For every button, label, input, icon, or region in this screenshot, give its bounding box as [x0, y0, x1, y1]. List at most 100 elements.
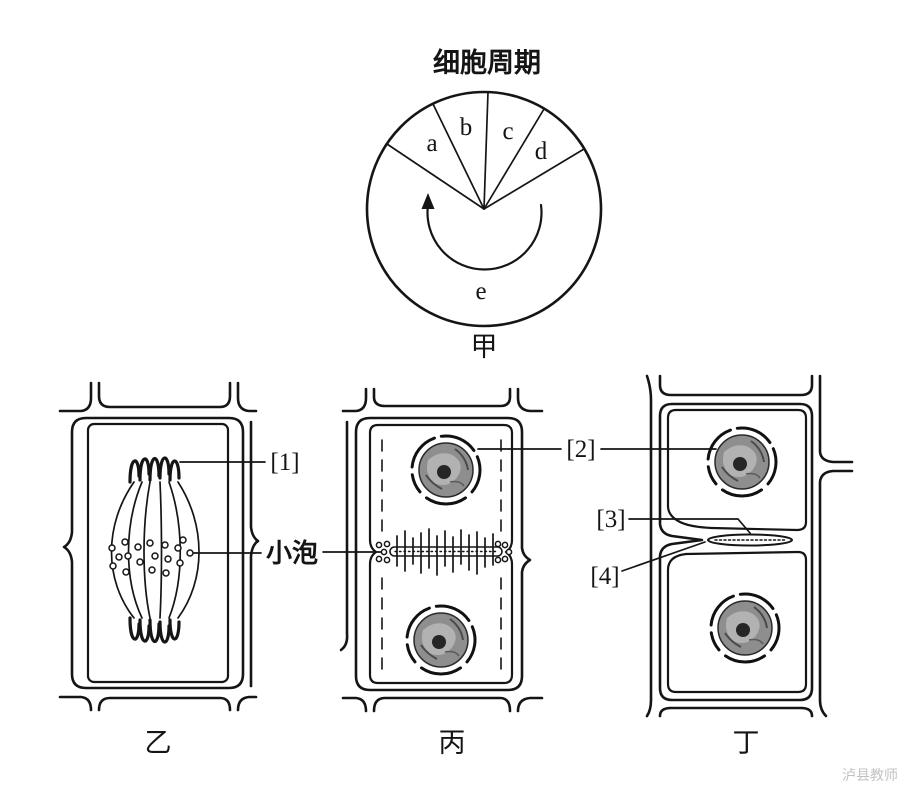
callout-4-label: [4] — [590, 563, 619, 590]
plate-vesicles — [375, 540, 513, 564]
vesicle — [383, 540, 391, 548]
new-cell-plate — [707, 533, 793, 547]
cell-membrane — [368, 423, 514, 685]
vesicle — [162, 569, 170, 577]
callout-2-label: [2] — [566, 436, 595, 463]
daughter-cell-membrane-top — [666, 408, 808, 532]
neighbor-wall — [249, 420, 260, 688]
vesicle — [383, 556, 391, 564]
neighbor-cell-walls — [645, 374, 854, 718]
divider-b-c — [483, 91, 489, 210]
vesicle — [115, 553, 123, 561]
divider-a-start — [386, 143, 485, 210]
vesicle — [109, 562, 117, 570]
nucleus-top — [410, 434, 482, 506]
vesicle-label: 小泡 — [266, 539, 318, 569]
figure-label-ding: 丁 — [733, 728, 760, 759]
spindle-fiber — [159, 481, 163, 619]
neighbor-wall — [516, 696, 544, 713]
chromosome — [168, 618, 181, 641]
cycle-arrowhead-icon — [421, 193, 435, 209]
vesicle — [176, 559, 184, 567]
chromosome — [168, 459, 181, 482]
chromosome — [128, 616, 141, 641]
spindle-fiber — [127, 481, 143, 619]
equatorial-vesicles — [108, 536, 194, 577]
vesicle — [505, 548, 513, 556]
chromosome — [158, 456, 171, 480]
cycle-direction-arrow — [426, 203, 543, 271]
figure-label-yi: 乙 — [145, 728, 172, 759]
cycle-circle — [365, 90, 603, 328]
neighbor-wall — [339, 420, 349, 652]
daughter-cell-membrane-bottom — [666, 550, 808, 694]
nucleus-bottom — [405, 604, 477, 676]
neighbor-cell-walls — [58, 381, 260, 712]
chromosome — [138, 618, 151, 643]
vesicle — [134, 543, 142, 551]
cell-yi: 乙 — [58, 381, 260, 759]
spindle-fiber — [143, 481, 151, 619]
callout-1-label: [1] — [270, 449, 299, 476]
neighbor-cell-walls — [339, 387, 544, 713]
divider-c-d — [483, 108, 545, 210]
vesicle — [380, 548, 388, 556]
vesicle — [375, 555, 383, 563]
neighbor-wall — [645, 374, 653, 718]
neighbor-wall — [818, 374, 854, 464]
spindle-fiber — [177, 481, 200, 619]
vesicle — [501, 541, 509, 549]
neighbor-wall — [58, 381, 93, 413]
vesicle — [124, 552, 132, 560]
phragmoplast-fibers — [396, 528, 494, 576]
chromosome — [148, 618, 161, 644]
vesicle — [179, 536, 187, 544]
cell-cycle-title: 细胞周期 — [433, 47, 541, 79]
nucleus-top — [706, 426, 778, 498]
chromosomes-bottom — [128, 616, 181, 644]
vesicle — [186, 549, 194, 557]
phase-dividers — [386, 91, 585, 210]
cell-bing: 丙 — [339, 387, 544, 759]
phase-label-a: a — [426, 130, 437, 157]
chromosome — [128, 459, 141, 484]
neighbor-wall — [236, 381, 258, 413]
neighbor-wall — [341, 387, 368, 413]
phase-label-e: e — [475, 278, 486, 305]
vesicle — [494, 556, 502, 564]
neighbor-wall — [97, 381, 232, 409]
neighbor-wall — [658, 706, 814, 718]
chromosome — [158, 620, 171, 644]
spindle-fiber — [168, 481, 182, 619]
neighbor-wall — [58, 695, 93, 712]
callout-4-leader — [621, 541, 706, 572]
vesicle — [501, 555, 509, 563]
vesicle — [121, 538, 129, 546]
neighbor-wall — [372, 387, 512, 408]
vesicle — [375, 541, 383, 549]
spindle-fibers — [110, 481, 200, 619]
dashed-membrane-traces — [381, 439, 502, 671]
vesicle — [161, 541, 169, 549]
neighbor-wall — [516, 387, 544, 413]
cell-wall — [354, 416, 532, 692]
nucleus-bottom — [709, 592, 781, 664]
chromosome — [148, 456, 161, 482]
cell-ding: 丁 — [645, 374, 854, 759]
neighbor-wall — [97, 696, 232, 712]
vesicle — [122, 568, 130, 576]
chromosome — [138, 457, 151, 482]
figure-label-bing: 丙 — [439, 728, 466, 759]
callout-3-leader — [628, 518, 751, 534]
neighbor-wall — [658, 374, 814, 397]
vesicle — [494, 540, 502, 548]
vesicle — [164, 555, 172, 563]
figure-label-jia: 甲 — [471, 332, 498, 363]
vesicle — [151, 552, 159, 560]
spindle-fiber — [110, 481, 135, 619]
cell-cycle-figure: 细胞周期 a b c d e 甲 — [365, 47, 603, 363]
neighbor-wall — [818, 469, 854, 718]
vesicle — [174, 544, 182, 552]
phase-label-b: b — [460, 114, 473, 141]
